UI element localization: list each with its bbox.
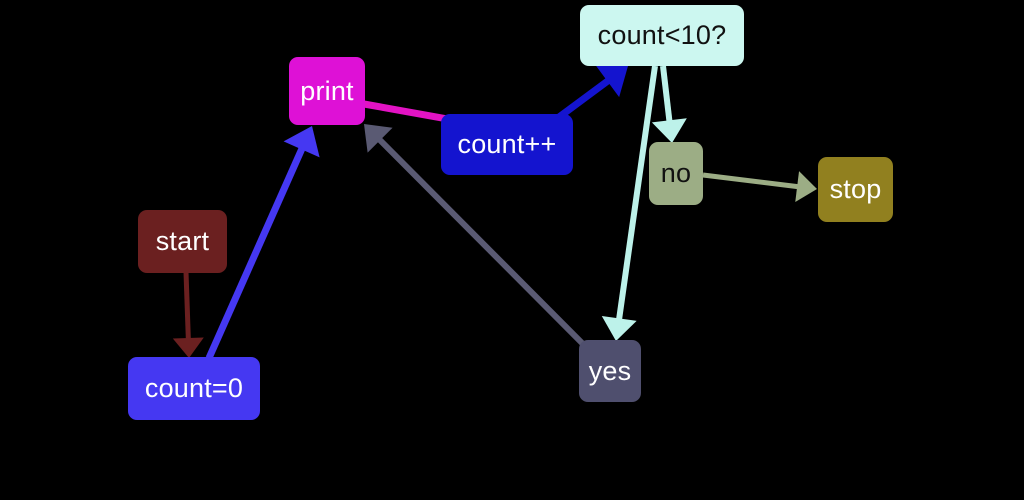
node-label-count0: count=0 (144, 373, 244, 403)
edge-count0-to-print (205, 146, 306, 360)
arrowhead-cond-to-no (651, 118, 687, 143)
node-no[interactable]: no (649, 142, 703, 205)
edge-yes-to-print (376, 136, 586, 347)
edge-start-to-count0 (183, 271, 191, 340)
node-label-start: start (155, 226, 210, 256)
node-label-no: no (660, 158, 692, 188)
node-label-stop: stop (829, 174, 882, 204)
node-print[interactable]: print (289, 57, 365, 125)
node-cond[interactable]: count<10? (580, 5, 744, 66)
arrowhead-countpp-to-cond (595, 65, 628, 98)
node-stop[interactable]: stop (818, 157, 893, 222)
arrowhead-yes-to-print (364, 124, 393, 153)
node-label-cond: count<10? (597, 20, 727, 50)
node-count0[interactable]: count=0 (128, 357, 260, 420)
arrowhead-start-to-count0 (172, 337, 204, 358)
node-label-print: print (300, 75, 354, 106)
edge-cond-to-yes (616, 65, 658, 321)
arrowhead-count0-to-print (283, 126, 320, 158)
node-label-yes: yes (588, 355, 632, 386)
arrowhead-no-to-stop (795, 171, 817, 202)
edge-cond-to-no (660, 65, 673, 123)
node-countpp[interactable]: count++ (441, 114, 573, 175)
node-label-countpp: count++ (457, 129, 557, 159)
node-start[interactable]: start (138, 210, 227, 273)
edge-no-to-stop (702, 172, 799, 190)
node-yes[interactable]: yes (579, 340, 641, 402)
arrowhead-cond-to-yes (601, 315, 637, 341)
